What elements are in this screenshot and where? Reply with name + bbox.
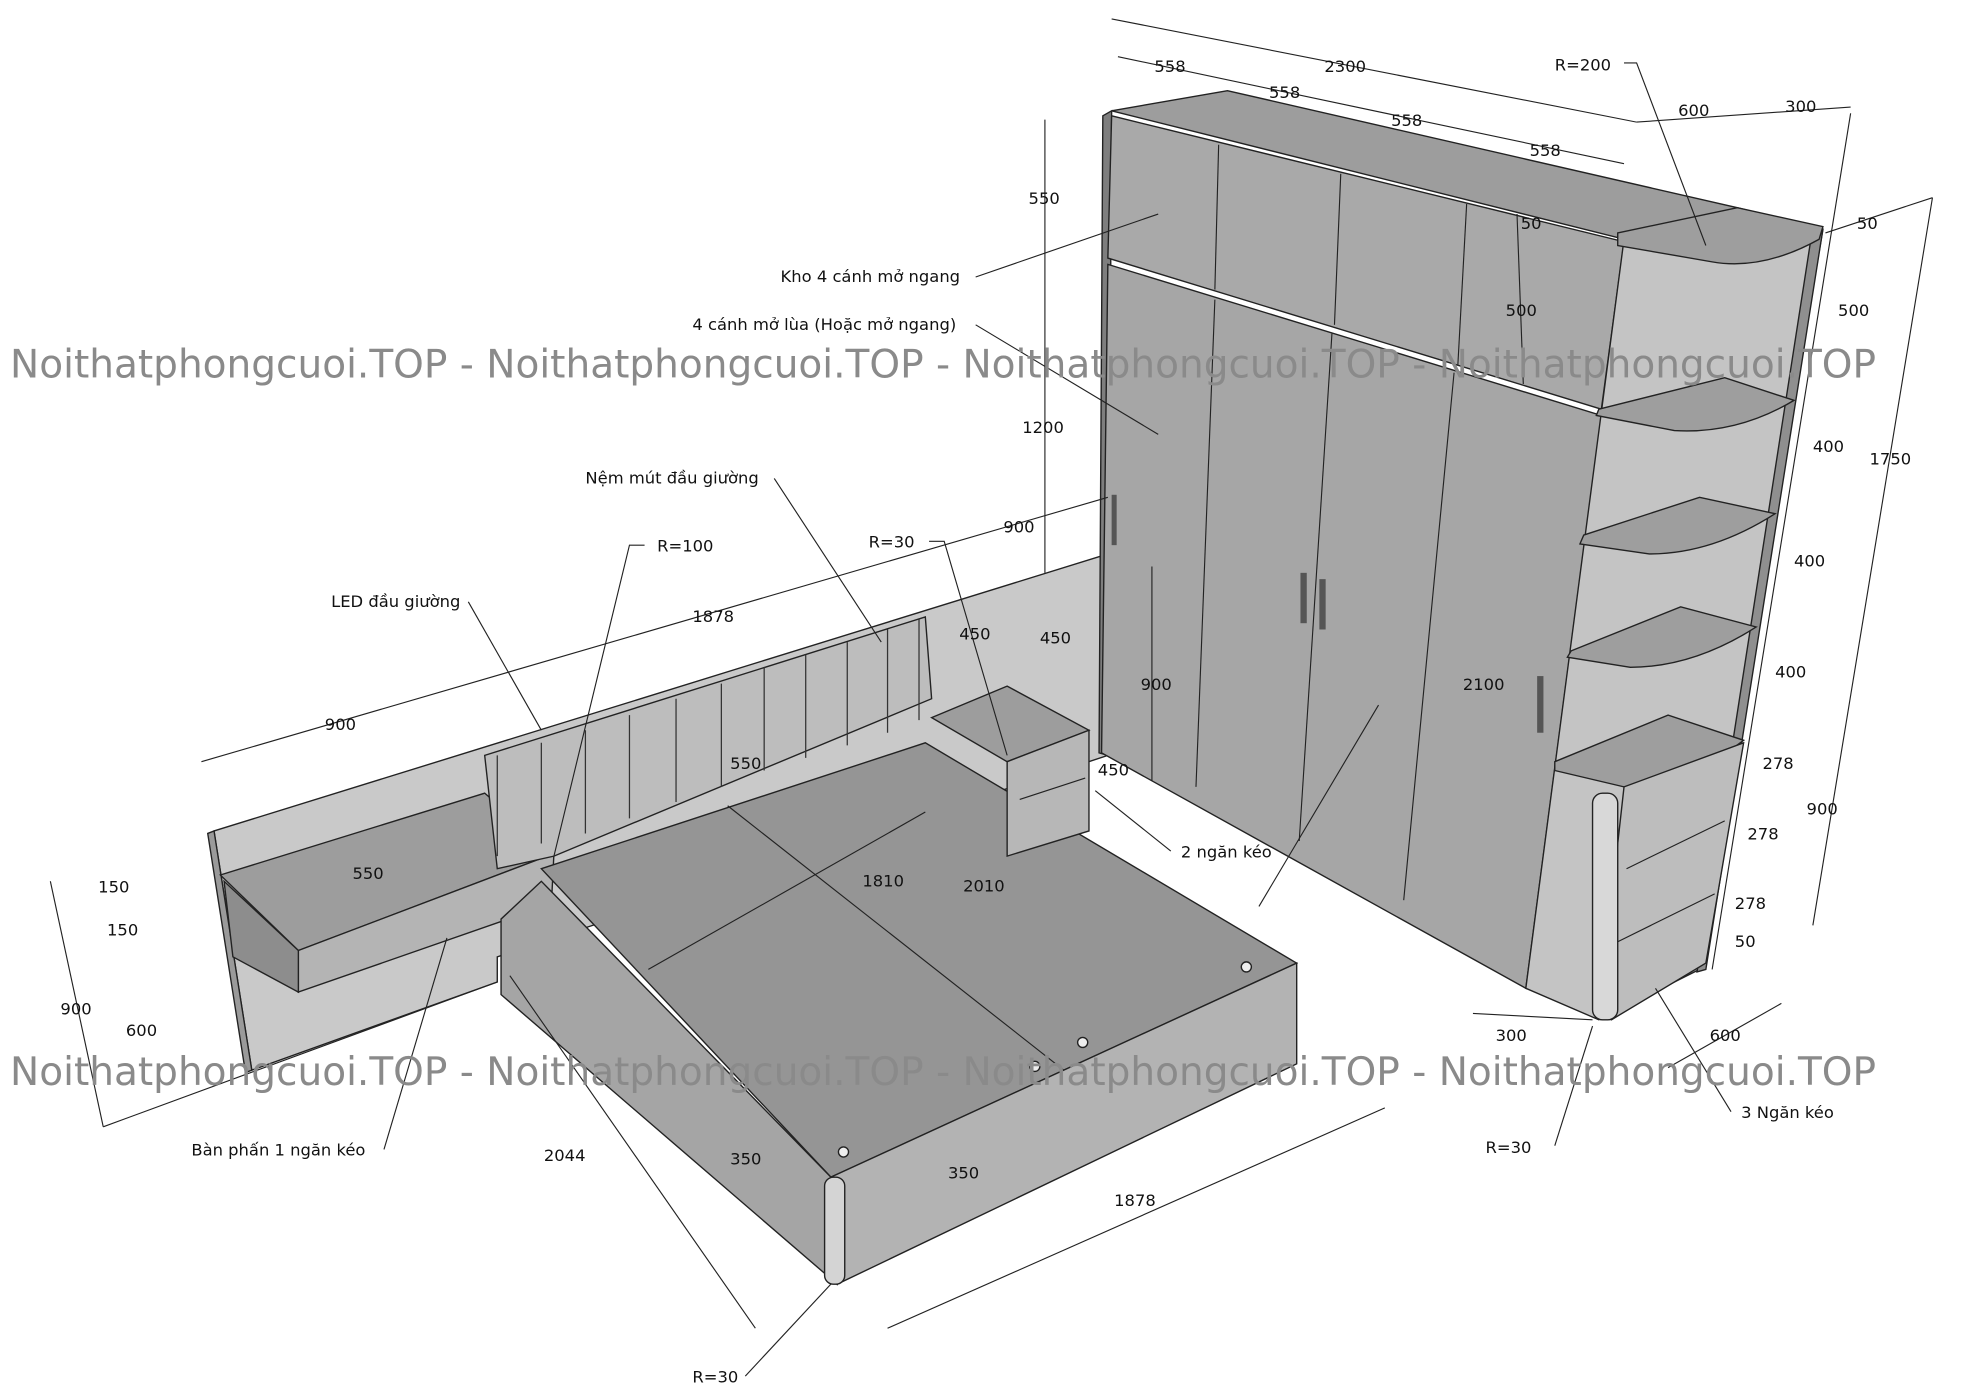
- dim-value: 550: [1029, 189, 1060, 208]
- dim-value: 558: [1269, 83, 1300, 102]
- dim-value: 900: [1003, 518, 1034, 537]
- dim-value: 300: [1496, 1026, 1527, 1045]
- dim-value: 278: [1763, 754, 1794, 773]
- dim-value: 600: [1710, 1026, 1741, 1045]
- door-handle: [1111, 494, 1117, 546]
- corner-shelf-unit: [1525, 207, 1824, 1021]
- label-vanity: Bàn phấn 1 ngăn kéo: [191, 1141, 365, 1160]
- headboard-cushions: [483, 615, 933, 870]
- dim-value: 1810: [862, 871, 904, 890]
- dim-value: 2300: [1324, 57, 1366, 76]
- dim-value: 1878: [692, 607, 734, 626]
- shelf: [1617, 207, 1824, 265]
- dim-value: 450: [1040, 628, 1071, 647]
- shelf: [1566, 606, 1758, 668]
- label-r30-head: R=30: [869, 533, 915, 552]
- dim-value: 1200: [1022, 418, 1064, 437]
- dim-value: 500: [1838, 301, 1869, 320]
- shelf: [1578, 496, 1777, 555]
- dimension-values: 2300 558 558 558 558 550 1200 600 300 50…: [60, 57, 1911, 1210]
- watermark-bottom: Noithatphongcuoi.TOP - Noithatphongcuoi.…: [10, 1050, 1876, 1095]
- dim-value: 900: [325, 715, 356, 734]
- label-r30-bed: R=30: [692, 1367, 738, 1386]
- dim-value: 1750: [1870, 450, 1912, 469]
- dim-value: 300: [1785, 97, 1816, 116]
- dim-value: 50: [1857, 214, 1878, 233]
- label-3-drawers: 3 Ngăn kéo: [1741, 1103, 1834, 1122]
- label-headboard-foam: Nệm mút đầu giường: [585, 468, 758, 487]
- label-sliding-doors: 4 cánh mở lùa (Hoặc mở ngang): [692, 315, 956, 334]
- dim-value: 900: [60, 1000, 91, 1019]
- dim-value: 50: [1521, 214, 1542, 233]
- dim-value: 600: [1678, 101, 1709, 120]
- label-r100: R=100: [657, 536, 713, 555]
- dim-value: 2044: [544, 1146, 586, 1165]
- dim-value: 278: [1747, 825, 1778, 844]
- shelf: [1595, 376, 1796, 432]
- dim-value: 550: [730, 754, 761, 773]
- dim-value: 2010: [963, 876, 1005, 895]
- door-handle: [1300, 572, 1307, 624]
- dimension-lines: [49, 18, 1934, 1329]
- label-r30-shelf: R=30: [1486, 1138, 1532, 1157]
- dim-value: 50: [1735, 932, 1756, 951]
- dim-value: 550: [353, 864, 384, 883]
- dim-value: 400: [1775, 662, 1806, 681]
- door-handle: [1537, 676, 1544, 733]
- wardrobe: [1098, 89, 1738, 990]
- dim-value: 350: [948, 1163, 979, 1182]
- dim-value: 600: [126, 1021, 157, 1040]
- door-handle: [1319, 579, 1326, 630]
- dim-value: 400: [1813, 437, 1844, 456]
- dim-value: 558: [1154, 57, 1185, 76]
- label-upper-storage: Kho 4 cánh mở ngang: [781, 267, 961, 286]
- dim-value: 150: [107, 920, 138, 939]
- dim-value: 558: [1530, 141, 1561, 160]
- dim-value: 150: [98, 878, 129, 897]
- label-r200: R=200: [1555, 56, 1611, 75]
- dim-value: 900: [1807, 800, 1838, 819]
- leader-lines: [383, 62, 1732, 1377]
- dim-value: 558: [1391, 111, 1422, 130]
- label-led: LED đầu giường: [331, 592, 460, 611]
- dim-value: 450: [1098, 761, 1129, 780]
- dim-value: 2100: [1463, 675, 1505, 694]
- label-2-drawers: 2 ngăn kéo: [1181, 842, 1272, 861]
- dim-value: 1878: [1114, 1191, 1156, 1210]
- nightstand: [930, 685, 1091, 858]
- watermark-top: Noithatphongcuoi.TOP - Noithatphongcuoi.…: [10, 343, 1876, 388]
- dim-value: 278: [1735, 894, 1766, 913]
- dim-value: 400: [1794, 552, 1825, 571]
- dim-value: 450: [959, 625, 990, 644]
- dim-value: 500: [1506, 301, 1537, 320]
- bed: [500, 742, 1299, 1286]
- dim-value: 350: [730, 1150, 761, 1169]
- dim-value: 900: [1141, 675, 1172, 694]
